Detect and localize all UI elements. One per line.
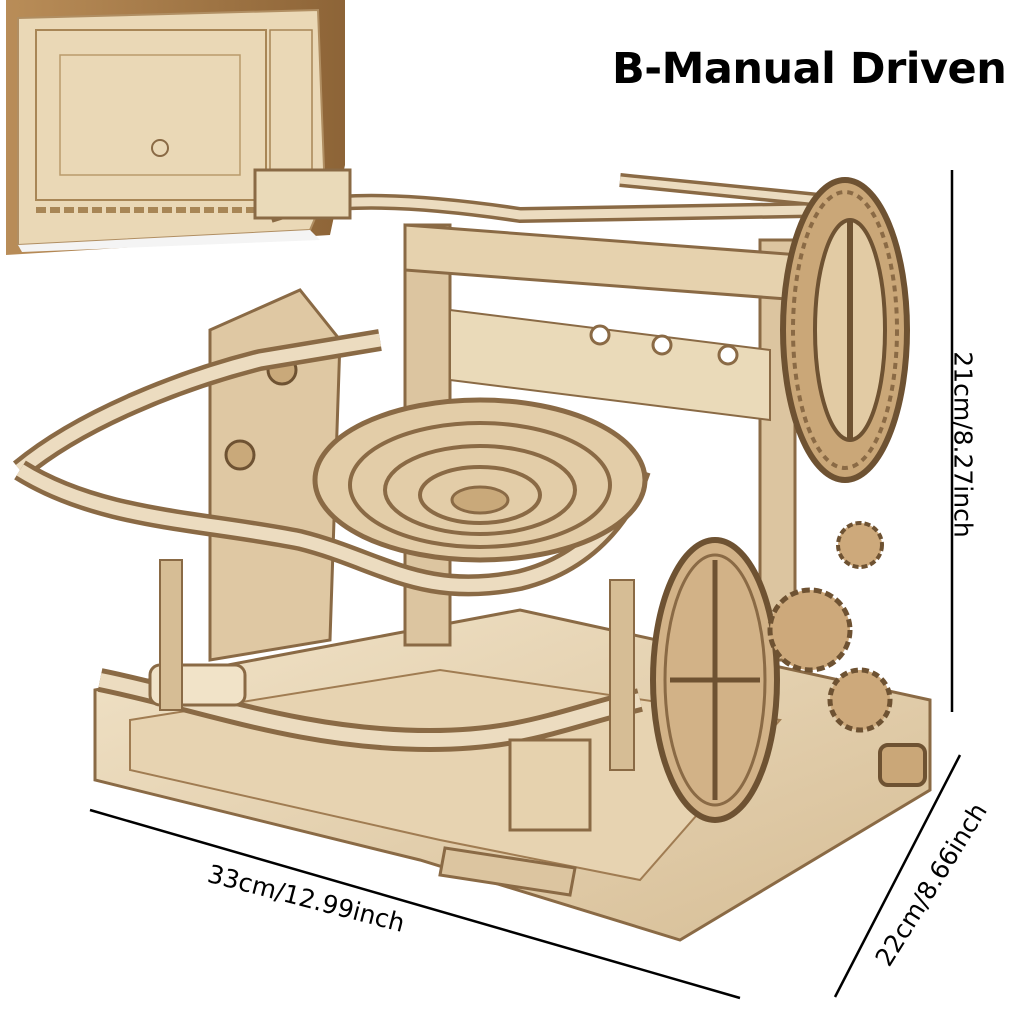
marble-run-model — [12, 168, 932, 942]
inset-box-image — [6, 0, 345, 255]
product-variant-title: B-Manual Driven — [612, 44, 1007, 94]
height-dimension-label: 21cm/8.27inch — [948, 351, 978, 538]
dimension-lines — [89, 170, 962, 1000]
